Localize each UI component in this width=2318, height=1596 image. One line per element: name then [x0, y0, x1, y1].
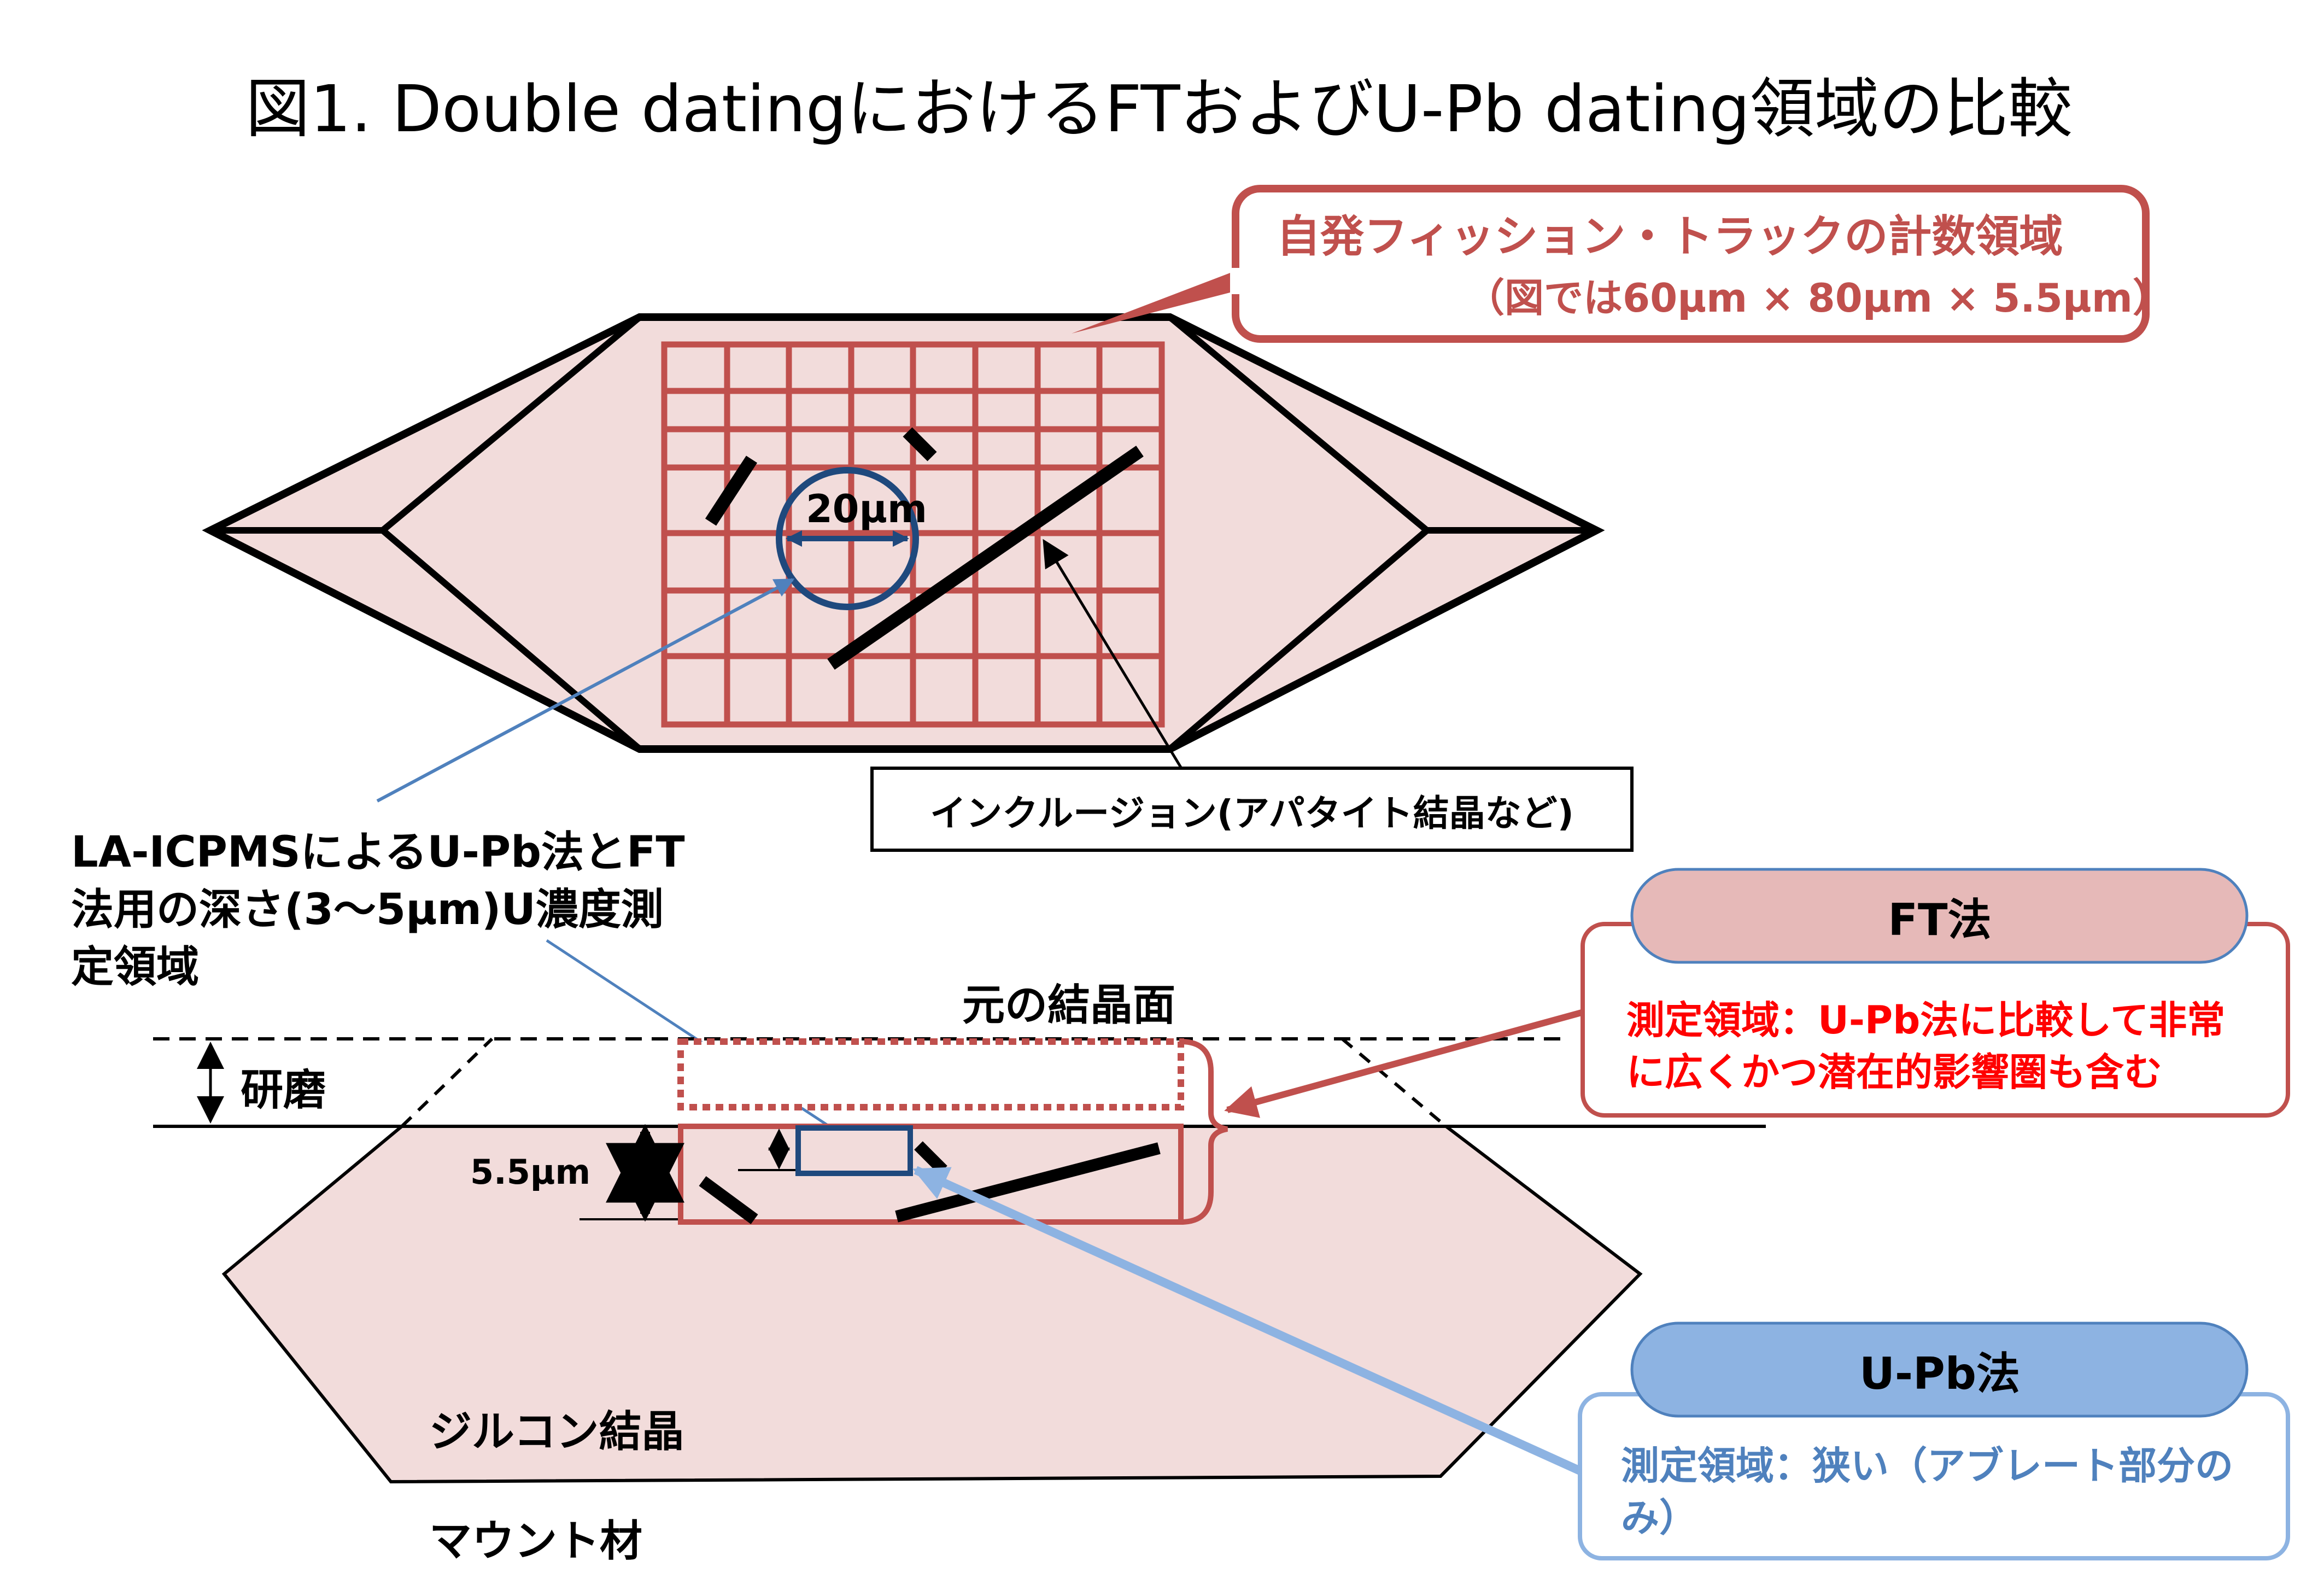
upb-ablation-pit [795, 1125, 913, 1176]
depth-label: 5.5μm [470, 1152, 590, 1192]
fission-tracks-section [699, 1141, 1161, 1224]
track-short-left [705, 455, 758, 526]
original-surface-label: 元の結晶面 [962, 981, 1175, 1030]
zircon-label: ジルコン結晶 [429, 1407, 684, 1457]
track-region-callout: 自発フィッション・トラックの計数領域 （図では60μm × 80μm × 5.5… [1072, 185, 2172, 343]
track-region-label-1: 自発フィッション・トラックの計数領域 [1277, 211, 2063, 262]
laicpms-label: LA-ICPMSによるU-Pb法とFT 法用の深さ(3～5μm)U濃度測 定領域 [71, 828, 685, 992]
inclusion-label: インクルージョン(アパタイト結晶など) [930, 792, 1574, 834]
ft-method-callout: FT法 測定領域：U-Pb法に比較して非常 に広くかつ潜在的影響圏も含む [1224, 868, 2290, 1118]
ablation-spot [776, 467, 919, 610]
track-short-top [903, 427, 937, 461]
track-long [827, 446, 1144, 670]
laicpms-line-2: 法用の深さ(3～5μm)U濃度測 [71, 885, 664, 934]
track-region-label-2: （図では60μm × 80μm × 5.5μm） [1465, 275, 2172, 321]
fission-tracks-top [705, 427, 1144, 670]
upb-method-header: U-Pb法 [1859, 1348, 2020, 1399]
ft-region-brace [1180, 1039, 1228, 1225]
inclusion-callout: インクルージョン(アパタイト結晶など) [870, 539, 1634, 852]
upb-method-body-1: 測定領域：狭い（アブレート部分の [1621, 1443, 2233, 1488]
spot-diameter-label: 20μm [806, 487, 927, 531]
ft-method-body-2: に広くかつ潜在的影響圏も含む [1626, 1050, 2162, 1095]
figure-title: 図1. Double datingにおけるFTおよびU-Pb dating領域の… [245, 71, 2073, 147]
upb-method-body-2: み） [1621, 1495, 1697, 1540]
laicpms-line-1: LA-ICPMSによるU-Pb法とFT [71, 828, 685, 877]
mount-label: マウント材 [429, 1517, 642, 1566]
upb-method-callout: U-Pb法 測定領域：狭い（アブレート部分の み） [912, 1166, 2290, 1560]
ft-method-header: FT法 [1888, 895, 1991, 945]
ft-method-body-1: 測定領域：U-Pb法に比較して非常 [1626, 998, 2225, 1043]
laicpms-arrow-top [376, 578, 795, 803]
ft-region-removed [677, 1038, 1184, 1110]
polish-label: 研磨 [241, 1066, 326, 1115]
laicpms-line-3: 定領域 [71, 943, 199, 992]
